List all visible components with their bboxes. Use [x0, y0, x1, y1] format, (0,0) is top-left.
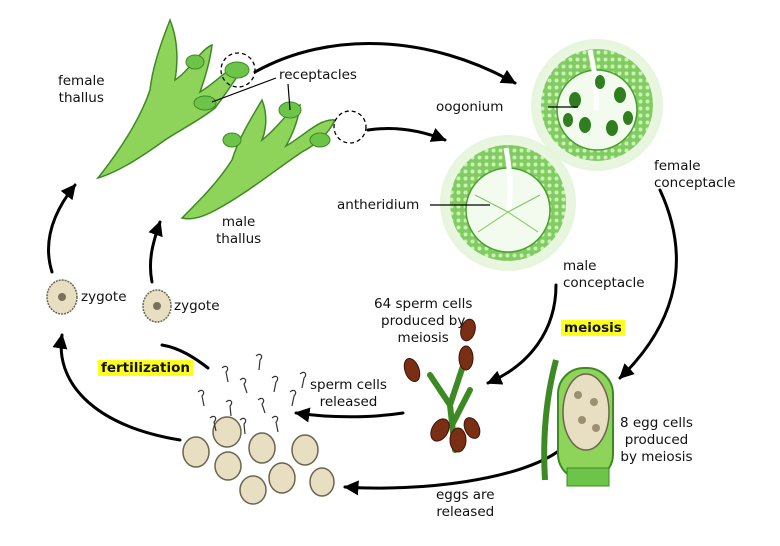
antheridium-label: antheridium	[337, 197, 420, 213]
arrow-female-conceptacle-to-egg	[618, 188, 678, 380]
male-thallus-illustration	[180, 98, 367, 220]
oogonium-label: oogonium	[436, 99, 504, 115]
female-thallus-illustration	[95, 17, 256, 180]
zygote-cells	[46, 279, 172, 323]
oogonium-stalk-illustration	[541, 359, 614, 487]
meiosis-label: meiosis	[561, 320, 625, 337]
eggs-released-label: eggs are released	[436, 487, 495, 520]
sperm-released-label: sperm cells released	[310, 377, 387, 410]
arrow-fertilization-loop	[52, 333, 182, 442]
arrow-sperm-released	[294, 407, 405, 423]
female-conceptacle-label: female conceptacle	[654, 158, 736, 191]
arrow-eggs-released	[343, 448, 562, 496]
fertilization-label: fertilization	[98, 360, 193, 377]
zygote-right-label: zygote	[174, 298, 220, 314]
arrow-zygote-to-male	[148, 220, 163, 284]
released-eggs	[182, 416, 335, 505]
antheridium-branch-illustration	[403, 318, 481, 453]
female-conceptacle-illustration	[531, 39, 663, 171]
zygote-left-label: zygote	[81, 289, 127, 305]
female-thallus-label: female thallus	[58, 73, 105, 106]
male-conceptacle-label: male conceptacle	[563, 258, 645, 291]
arrow-male-to-conceptacle	[366, 126, 447, 142]
male-thallus-label: male thallus	[216, 214, 262, 247]
sperm-produced-label: 64 sperm cells produced by meiosis	[374, 296, 473, 346]
receptacle-leaders	[211, 77, 291, 111]
arrow-female-to-conceptacle	[253, 42, 517, 85]
arrow-zygote-to-female	[47, 183, 77, 274]
male-conceptacle-illustration	[430, 135, 576, 271]
arrow-to-fertilization	[160, 343, 210, 370]
egg-produced-label: 8 egg cells produced by meiosis	[620, 415, 693, 465]
receptacles-label: receptacles	[279, 67, 357, 83]
arrow-male-conceptacle-to-sperm	[486, 283, 558, 385]
released-sperm	[197, 353, 307, 435]
